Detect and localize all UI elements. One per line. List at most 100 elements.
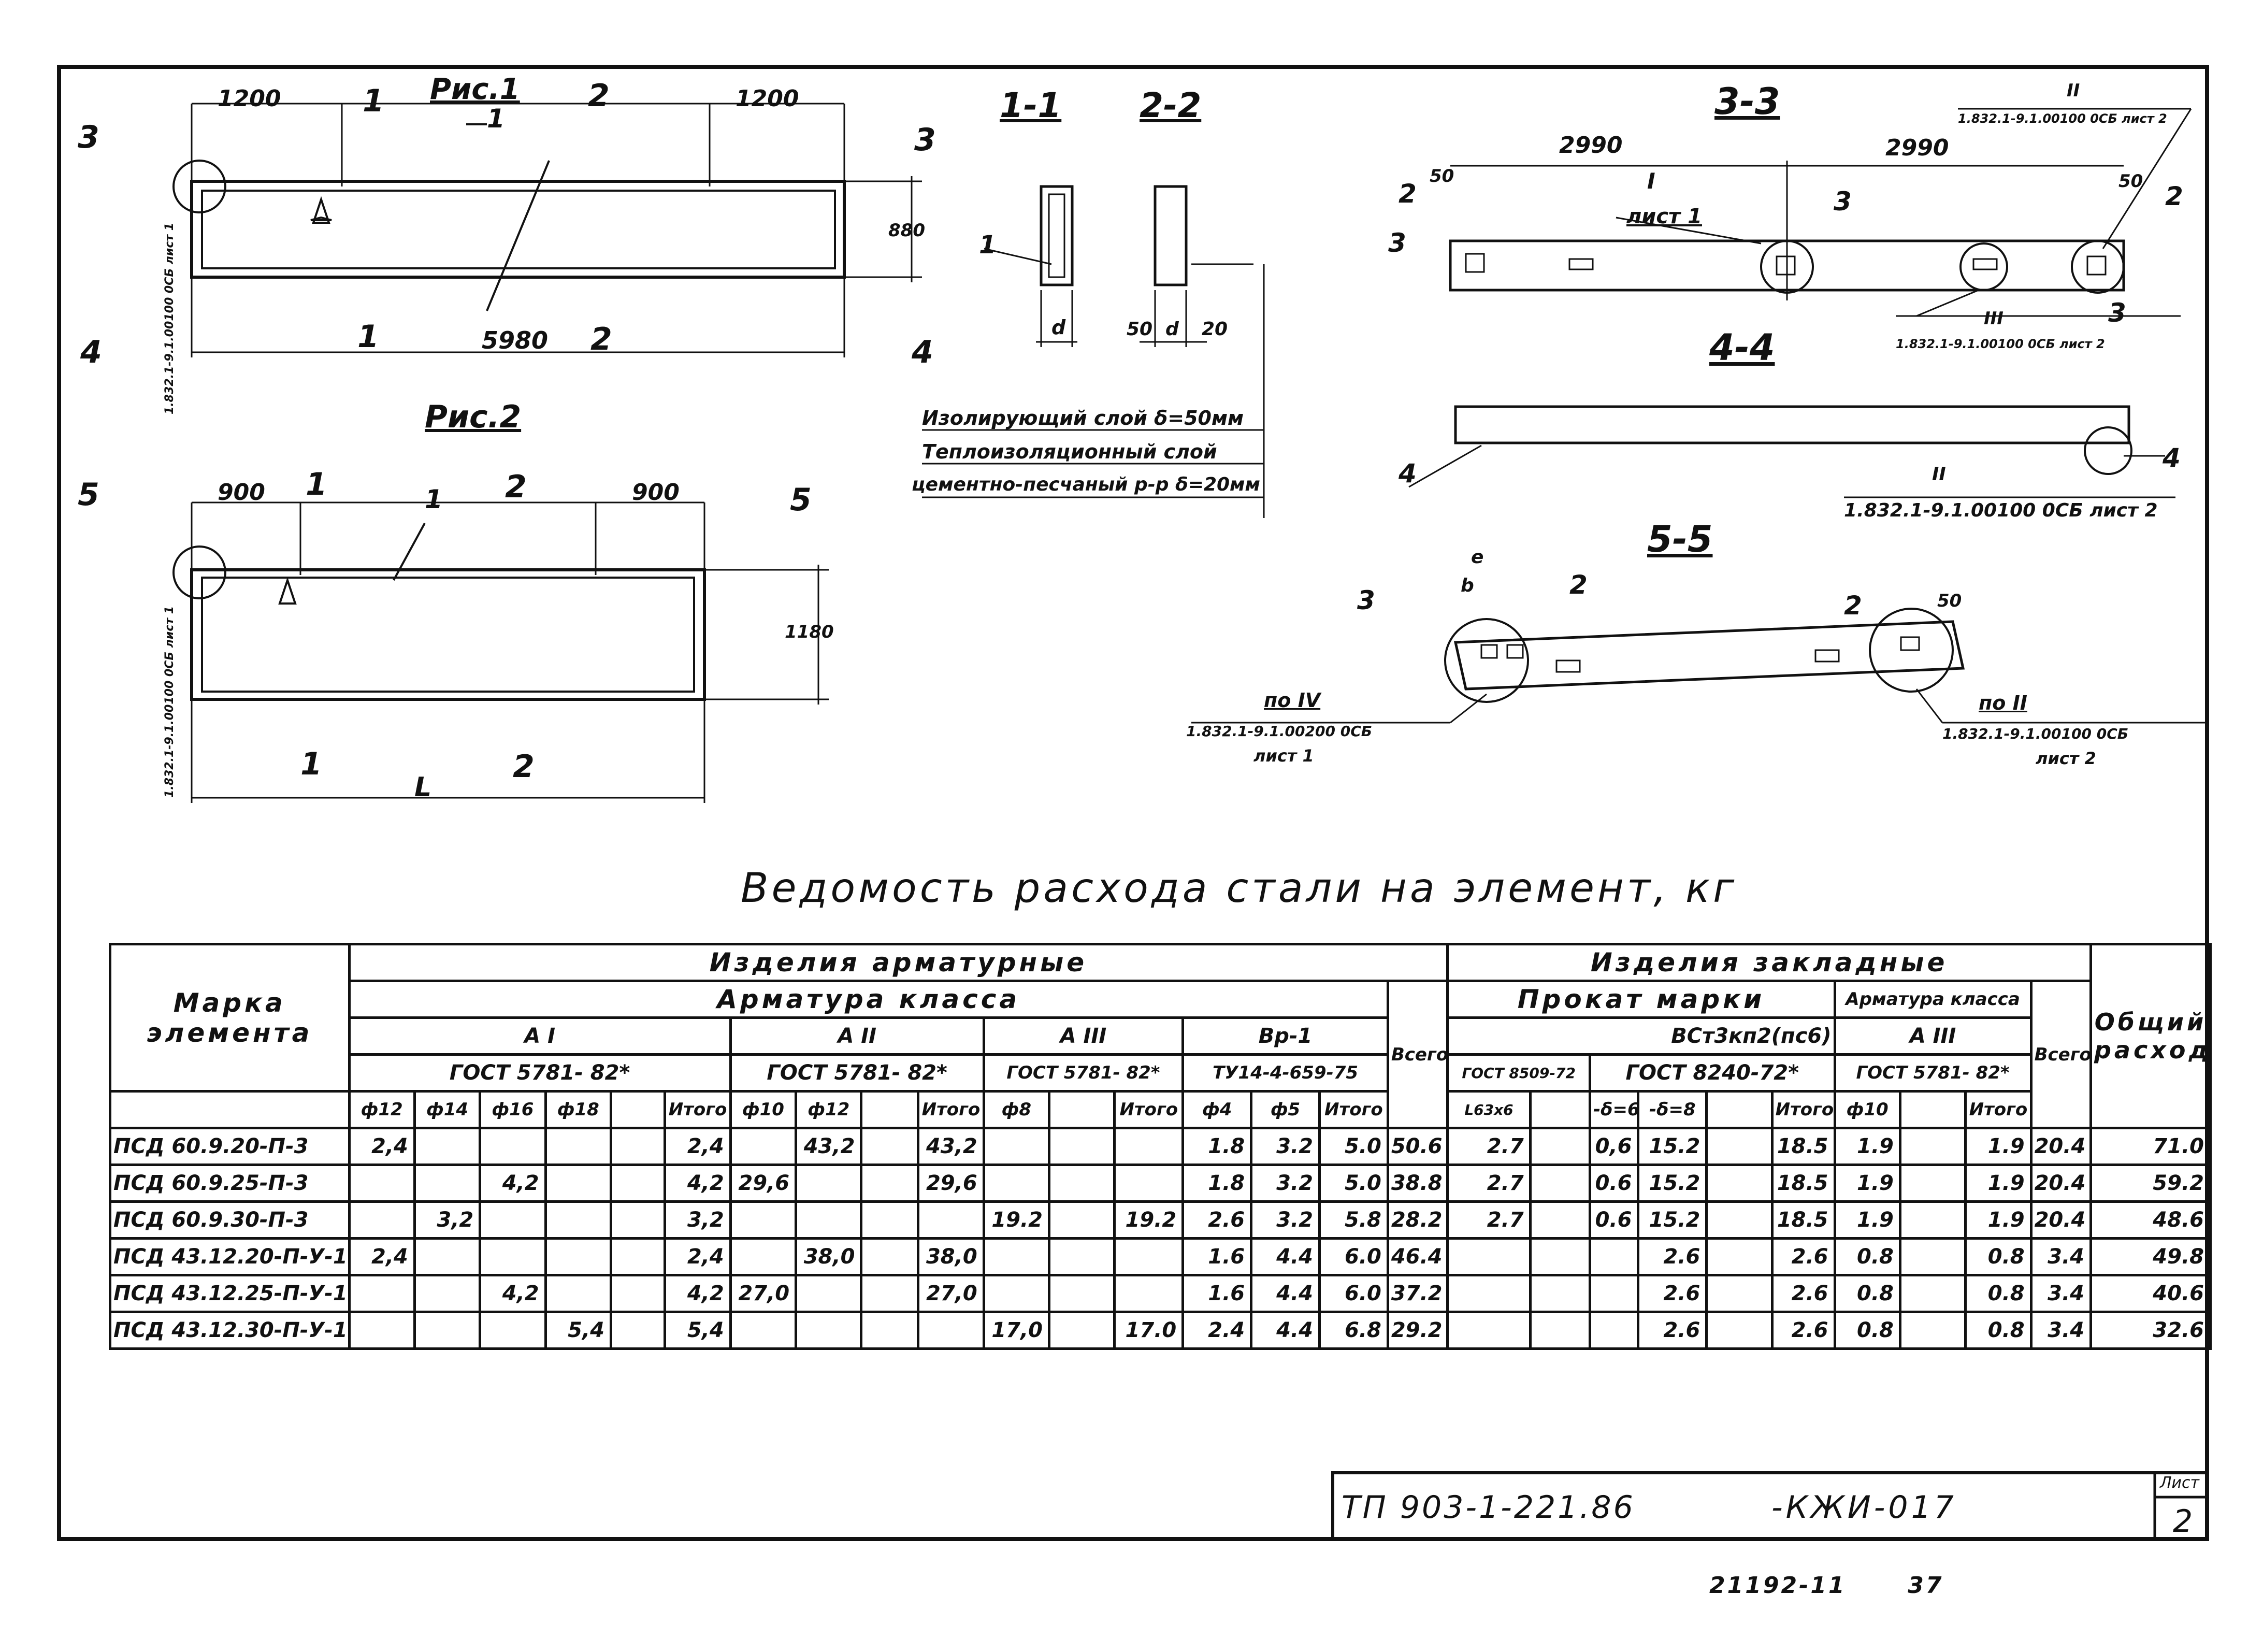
section33-node2-ref: 1.832.1-9.1.00100 0СБ лист 2 [1958,111,2167,126]
drawing-graphics [172,103,2207,803]
fig1-panel-outline [172,103,922,357]
table-cell: 46.4 [1386,1237,1449,1276]
h-grand: Общий расход [2089,943,2212,1129]
fig1-cut1-top: 1 [363,83,384,119]
h-a1: А I [348,1016,732,1056]
h-prokat: Прокат марки [1446,980,1836,1019]
section55-ref-right-sheet: лист 2 [2036,749,2096,768]
table-cell [348,1200,416,1240]
fig2-title: Рис.2 [425,399,522,435]
table-cell [860,1311,920,1350]
document-code: -КЖИ-017 [1771,1489,1957,1526]
table-cell: 3.2 [1250,1163,1321,1203]
section44-node: II [1932,464,1946,485]
table-cell: 29,6 [917,1163,985,1203]
table-cell: 5.0 [1318,1163,1389,1203]
section33-node3-ref: 1.832.1-9.1.00100 0СБ лист 2 [1896,337,2105,351]
table-cell [1048,1237,1116,1276]
table-cell: 1.6 [1181,1237,1253,1276]
table-cell [1446,1274,1532,1313]
fig1-cut3-left: 3 [78,119,99,155]
table-cell [1529,1127,1592,1166]
header-row-2: Арматура класса Всего Прокат марки Армат… [110,980,2211,1129]
fig1-ref: 1.832.1-9.1.00100 0СБ лист 1 [163,222,176,414]
section33-p3-left: 3 [1388,228,1406,258]
table-cell: 6.0 [1318,1274,1389,1313]
fig2-dim-height: 1180 [785,622,834,642]
table-cell [1529,1163,1592,1203]
table-cell [1898,1127,1967,1166]
table-cell [1529,1237,1592,1276]
table-cell [795,1311,863,1350]
g-p2: ГОСТ 8240-72* [1589,1053,1836,1093]
table-cell [1529,1274,1592,1313]
table-cell: 4,2 [479,1163,547,1203]
table-cell: 18.5 [1770,1163,1836,1203]
table-cell: 2.6 [1637,1237,1708,1276]
sub-col: ф4 [1181,1090,1253,1129]
section44-p4-right: 4 [2163,443,2181,473]
table-cell: 0.6 [1589,1200,1640,1240]
table-cell: 29,6 [729,1163,798,1203]
table-cell: 59.2 [2089,1163,2212,1203]
table-cell [1113,1127,1185,1166]
fig2-dim-right: 900 [632,479,680,506]
table-cell [609,1163,667,1203]
h-arm: Изделия арматурные [348,943,1449,982]
table-cell [413,1127,482,1166]
section44-node-ref: 1.832.1-9.1.00100 0СБ лист 2 [1844,500,2158,521]
g-bp1: ТУ14-4-659-75 [1181,1053,1389,1093]
fig1-cut4-right: 4 [912,334,933,370]
table-cell [479,1237,547,1276]
table-cell: 1.9 [1833,1200,1901,1240]
table-cell [479,1127,547,1166]
header-row-4: ГОСТ 5781- 82* ГОСТ 5781- 82* ГОСТ 5781-… [110,1053,2211,1093]
table-cell [1898,1200,1967,1240]
section55-dim-50: 50 [1937,591,1962,611]
h-a2: А II [729,1016,985,1056]
table-cell: 1.9 [1964,1200,2033,1240]
table-cell [795,1163,863,1203]
section55-beam [1191,608,2207,724]
section33-beam [1449,108,2192,317]
table-cell: 2.6 [1770,1237,1836,1276]
table-cell: 15.2 [1637,1163,1708,1203]
table-cell [413,1163,482,1203]
drawing-frame [57,65,2209,1541]
sub-mark-blank [109,1090,351,1129]
table-cell: 27,0 [917,1274,985,1313]
table-cell [348,1274,416,1313]
fig2-cut5-left: 5 [78,477,99,513]
h-arm-class: Арматура класса [348,980,1389,1019]
sheet-number: 2 [2173,1503,2193,1540]
table-cell [860,1127,920,1166]
fig1-cut4-left: 4 [80,334,102,370]
sub-col [1529,1090,1592,1129]
h-mark: Марка элемента [109,943,351,1093]
fig1-cut1-bot: 1 [357,319,379,355]
fig2-cut5-right: 5 [790,482,812,518]
section22-dim-20: 20 [1202,319,1228,340]
table-cell [860,1200,920,1240]
layer-insulating: Изолирующий слой δ=50мм [922,407,1244,429]
sub-col: ф10 [1833,1090,1901,1129]
section22-dim-50: 50 [1127,319,1153,340]
table-cell [1705,1311,1774,1350]
section55-dim-e: e [1471,547,1484,568]
section55-p2-right: 2 [1844,591,1862,621]
table-cell: 2.4 [1181,1311,1253,1350]
archive-number: 21192-11 [1709,1572,1847,1599]
element-mark: ПСД 60.9.25-П-3 [109,1163,351,1203]
fig1-dim-left: 1200 [218,85,281,112]
fig2-cut2-bot: 2 [513,749,535,785]
table-cell: 18.5 [1770,1127,1836,1166]
table-cell: 20.4 [2029,1163,2092,1203]
sub-col: ф5 [1250,1090,1321,1129]
sub-col [860,1090,920,1129]
table-cell [1446,1311,1532,1350]
sub-col: Итого [1318,1090,1389,1129]
section33-node2: II [2067,80,2080,101]
